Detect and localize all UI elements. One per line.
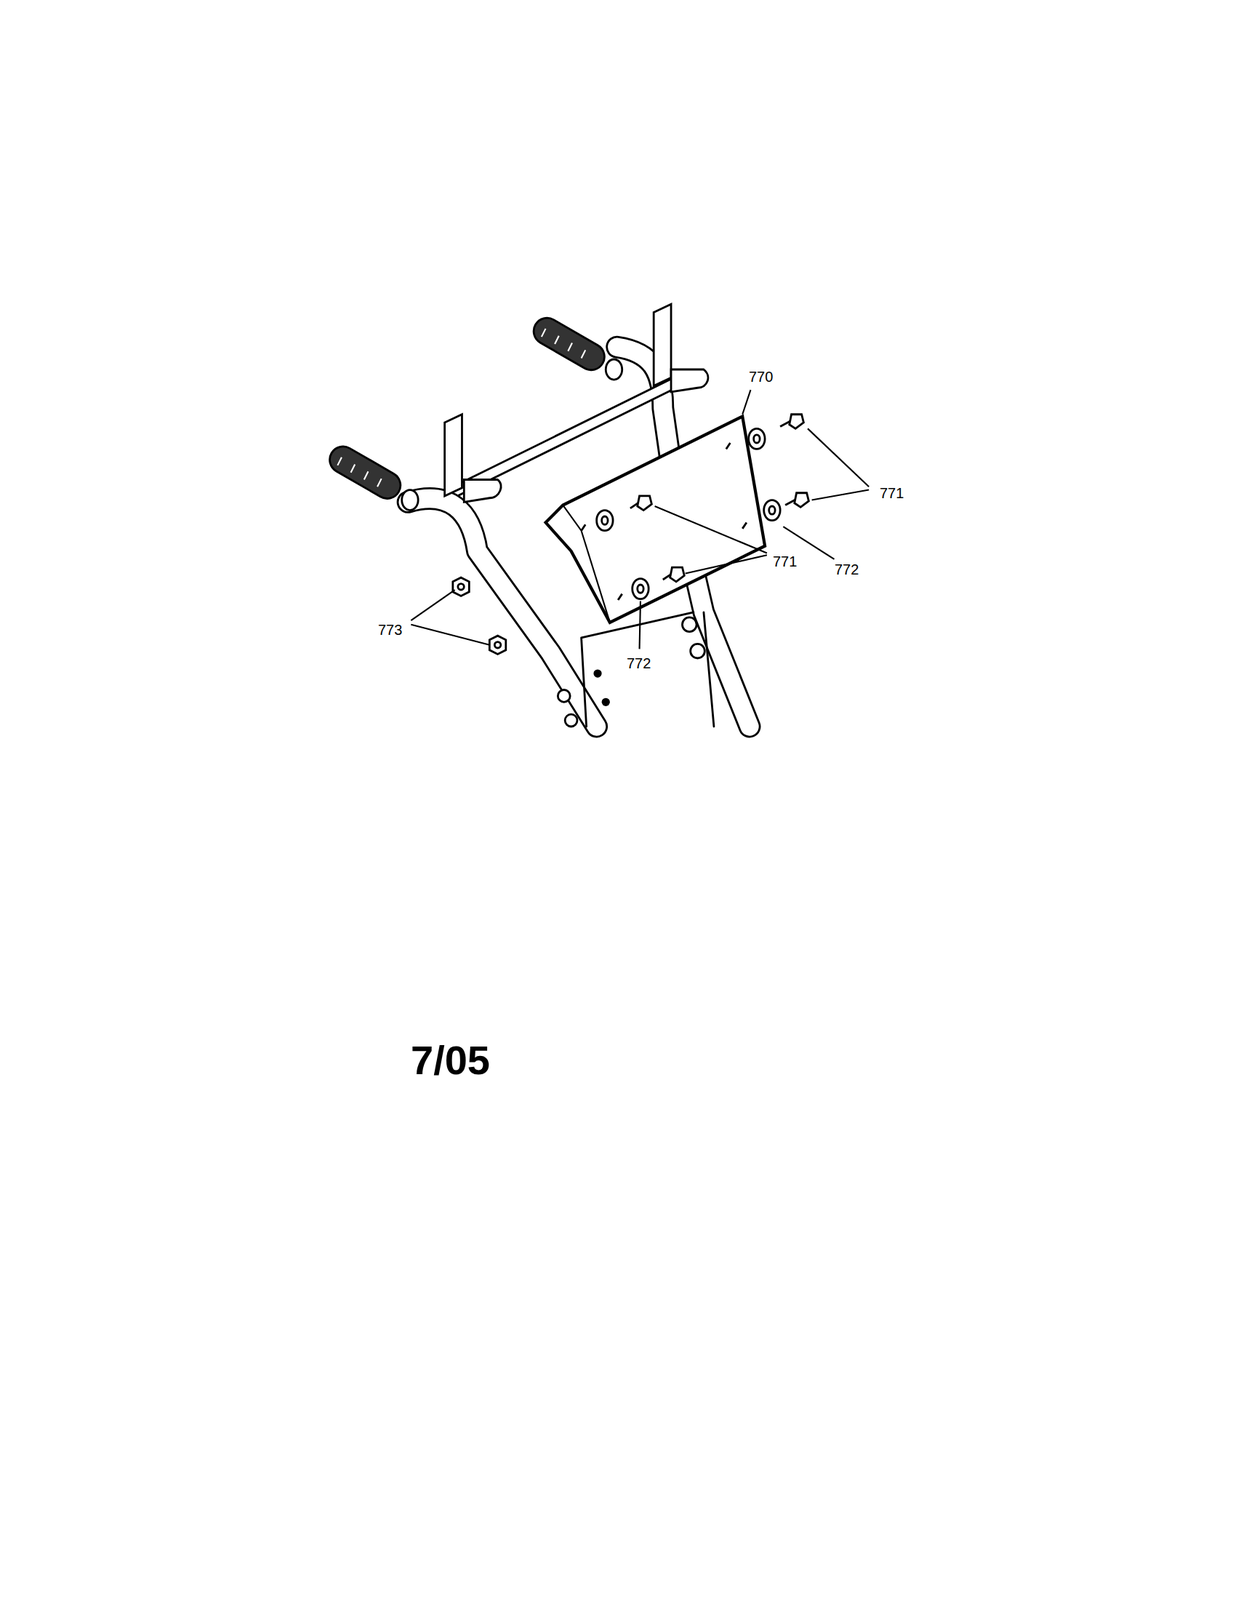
callout-number: 773: [378, 622, 403, 637]
callout-number: 772: [626, 655, 651, 671]
callout-number: 771: [772, 553, 797, 569]
date-code: 7/05: [410, 1039, 491, 1081]
callout-number: 772: [834, 561, 859, 577]
callout-number: 771: [879, 485, 904, 501]
callout-number: 770: [748, 369, 773, 384]
